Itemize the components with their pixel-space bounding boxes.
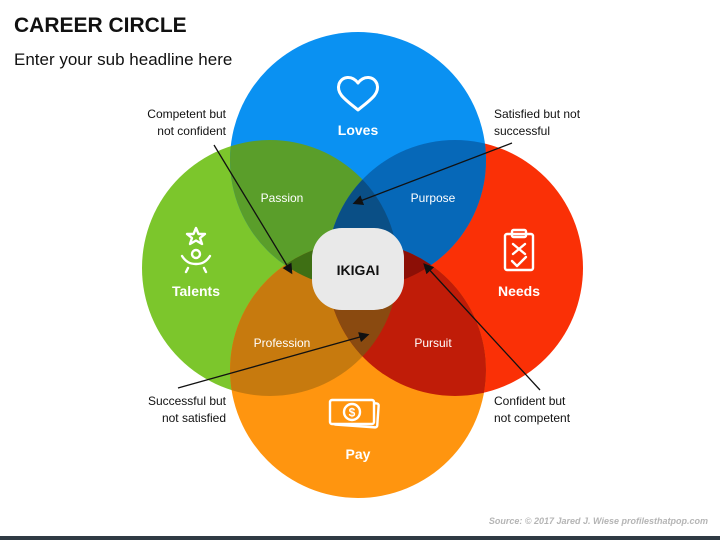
callout-top-left: Competent but not confident	[147, 107, 226, 138]
callout-arrow-top-left	[213, 144, 293, 275]
page-title: CAREER CIRCLE	[14, 14, 187, 37]
callout-arrow-top-right	[352, 142, 513, 206]
money-icon: $	[328, 398, 380, 429]
ikigai-label: IKIGAI	[337, 262, 380, 278]
talents-label: Talents	[172, 283, 220, 299]
clipboard-checklist-icon	[503, 228, 535, 272]
pursuit-label: Pursuit	[414, 336, 452, 350]
purpose-label: Purpose	[411, 191, 456, 205]
callout-arrow-bottom-left	[177, 332, 370, 389]
callout-bottom-right: Confident but not competent	[494, 394, 571, 425]
ikigai-center	[312, 228, 404, 310]
loves-label: Loves	[338, 122, 379, 138]
page-subtitle: Enter your sub headline here	[14, 50, 233, 69]
footer-bar	[0, 536, 720, 540]
svg-text:$: $	[349, 406, 356, 420]
needs-label: Needs	[498, 283, 540, 299]
callout-arrow-bottom-right	[423, 263, 541, 391]
source-credit: Source: © 2017 Jared J. Wiese profilesth…	[488, 516, 708, 526]
star-person-icon	[180, 226, 212, 274]
heart-icon	[336, 76, 380, 112]
pay-label: Pay	[346, 446, 371, 462]
callout-top-right: Satisfied but not successful	[494, 107, 581, 138]
profession-label: Profession	[254, 336, 311, 350]
passion-label: Passion	[261, 191, 304, 205]
callout-bottom-left: Successful but not satisfied	[147, 394, 226, 425]
